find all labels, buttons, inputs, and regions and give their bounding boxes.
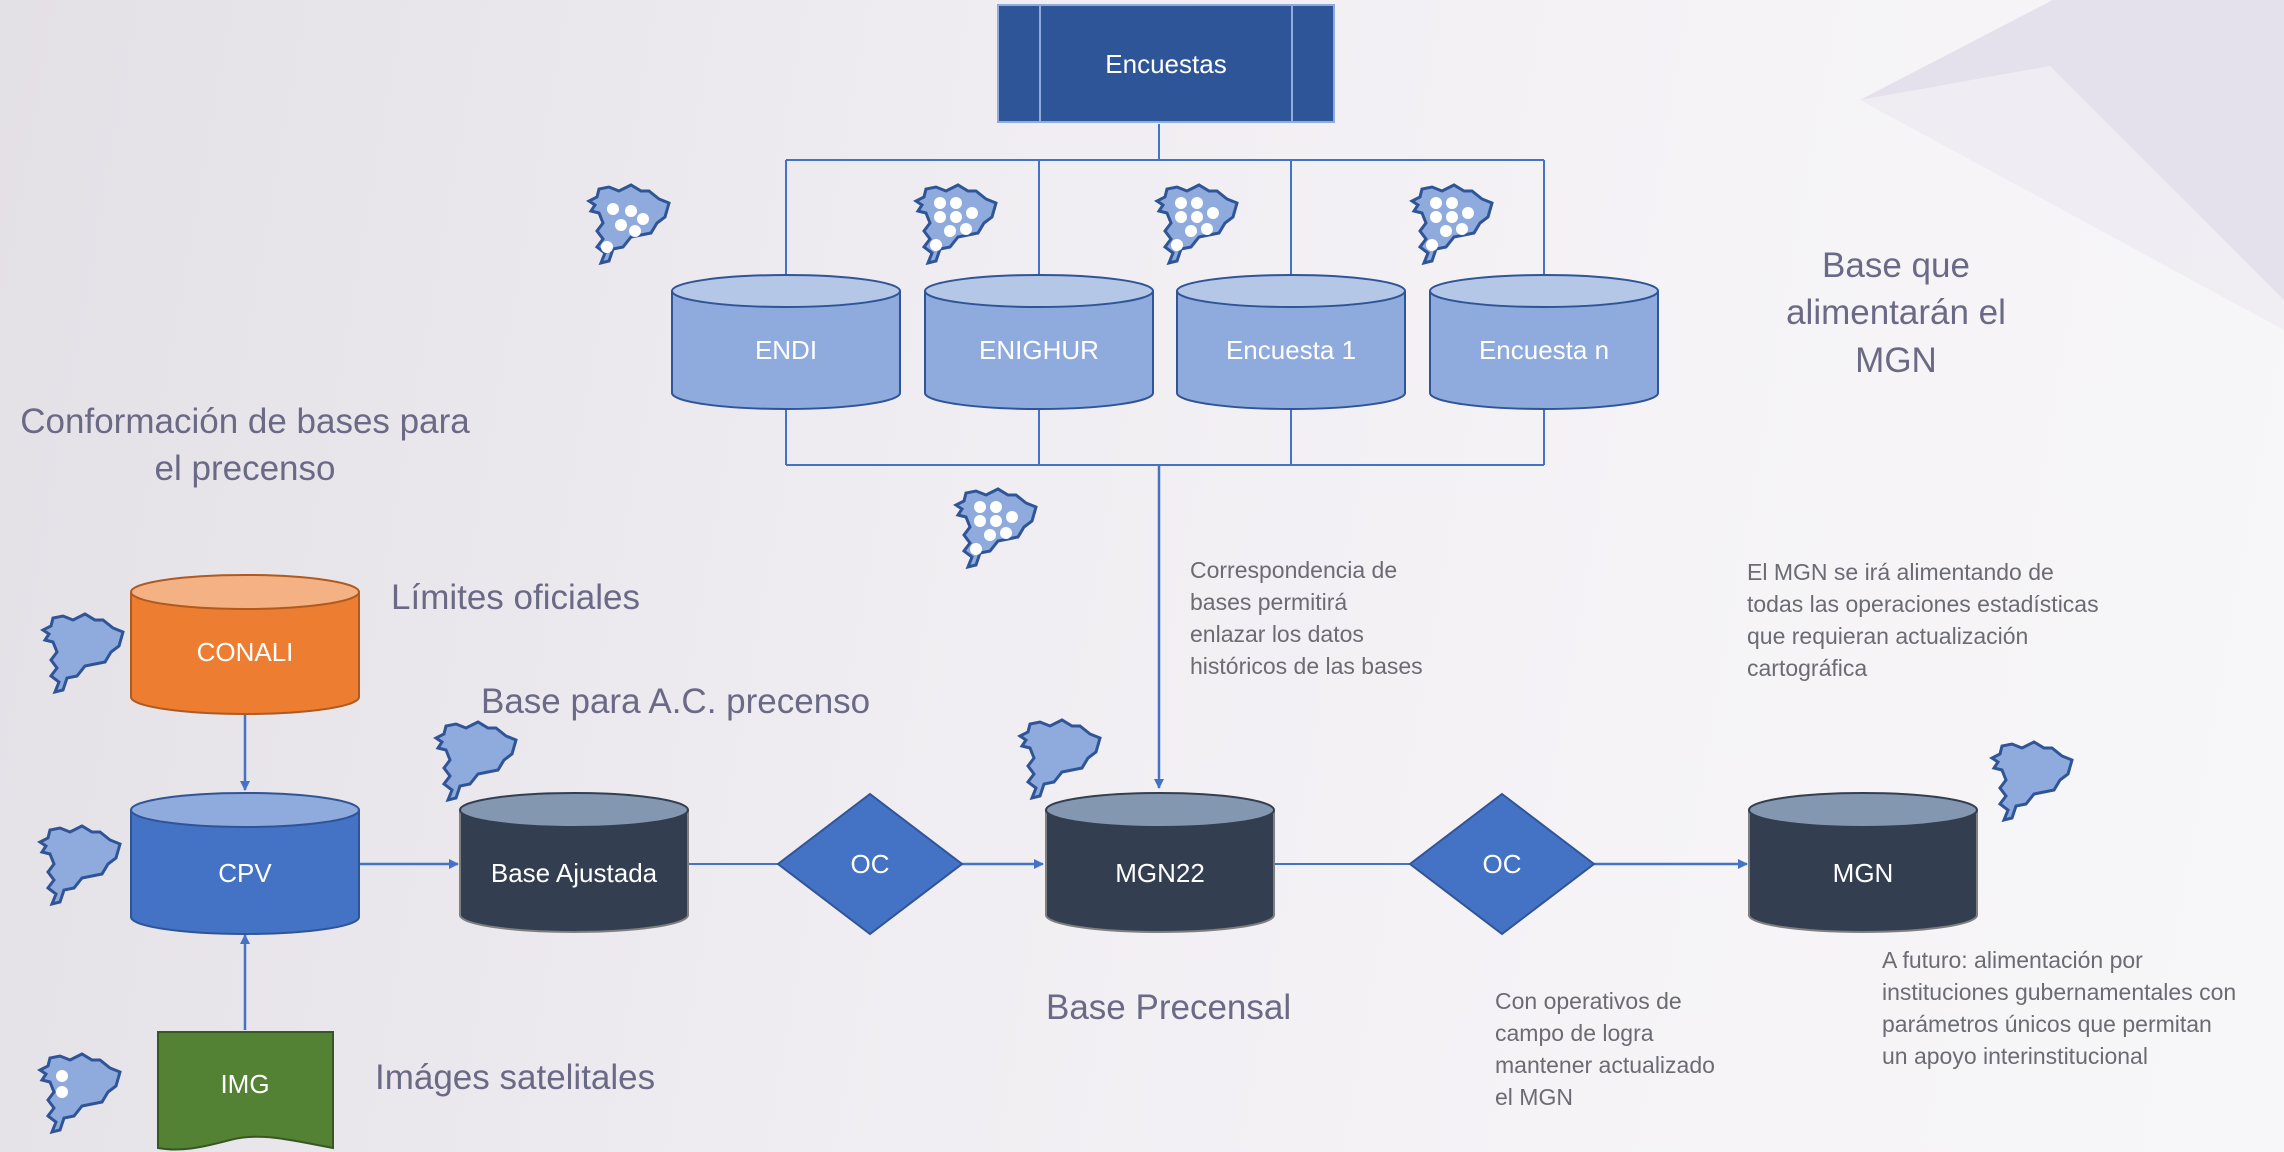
base-que-heading: Base que alimentarán el MGN [1786, 246, 2006, 380]
ecuador-map-icon [1018, 718, 1102, 800]
imagenes-heading: Imáges satelitales [375, 1058, 656, 1097]
encuestas-label: Encuestas [1105, 49, 1226, 79]
mgn-alimentando-note: El MGN se irá alimentando de todas las o… [1747, 559, 2099, 681]
oc-diamond-1[interactable]: OC [776, 792, 964, 936]
img-document[interactable]: IMG [157, 1031, 334, 1151]
conali-label: CONALI [197, 637, 294, 667]
base-ajustada-label: Base Ajustada [491, 858, 658, 888]
operativos-note: Con operativos de campo de logra mantene… [1495, 988, 1715, 1110]
ecuador-map-dots-icon [914, 183, 998, 265]
cylinder-endi[interactable]: ENDI [671, 274, 901, 410]
oc-2-label: OC [1483, 849, 1522, 879]
endi-label: ENDI [755, 335, 817, 365]
background-decoration [1860, 0, 2284, 330]
img-label: IMG [220, 1069, 269, 1099]
ecuador-map-dots-icon [1410, 183, 1494, 265]
cylinder-mgn22[interactable]: MGN22 [1045, 792, 1275, 933]
cpv-label: CPV [218, 858, 272, 888]
connectors [240, 124, 1748, 1030]
mgn22-label: MGN22 [1115, 858, 1205, 888]
limites-heading: Límites oficiales [391, 578, 640, 617]
base-ac-heading: Base para A.C. precenso [481, 682, 871, 721]
cylinder-conali[interactable]: CONALI [130, 574, 360, 715]
futuro-note: A futuro: alimentación por instituciones… [1882, 947, 2237, 1069]
ecuador-map-dots-icon [587, 183, 671, 265]
correspondencia-note: Correspondencia de bases permitirá enlaz… [1190, 557, 1423, 679]
ecuador-map-dots-icon [38, 1052, 122, 1134]
encuesta-n-label: Encuesta n [1479, 335, 1609, 365]
cylinder-cpv[interactable]: CPV [130, 792, 360, 935]
conformacion-heading: Conformación de bases para el precenso [20, 402, 470, 489]
cylinder-encuesta-n[interactable]: Encuesta n [1429, 274, 1659, 410]
oc-1-label: OC [851, 849, 890, 879]
ecuador-map-dots-icon [1155, 183, 1239, 265]
oc-diamond-2[interactable]: OC [1408, 792, 1596, 936]
ecuador-map-icon [1990, 740, 2074, 822]
encuesta-1-label: Encuesta 1 [1226, 335, 1356, 365]
mgn-label: MGN [1833, 858, 1894, 888]
ecuador-map-icon [38, 824, 122, 906]
cylinder-encuesta-1[interactable]: Encuesta 1 [1176, 274, 1406, 410]
base-precensal-heading: Base Precensal [1046, 988, 1292, 1027]
ecuador-map-icon [434, 720, 518, 802]
ecuador-map-icon [41, 612, 125, 694]
encuestas-box[interactable]: Encuestas [997, 4, 1335, 123]
enighur-label: ENIGHUR [979, 335, 1099, 365]
cylinder-base-ajustada[interactable]: Base Ajustada [459, 792, 689, 933]
cylinder-mgn[interactable]: MGN [1748, 792, 1978, 933]
ecuador-map-dots-icon [954, 487, 1038, 569]
cylinder-enighur[interactable]: ENIGHUR [924, 274, 1154, 410]
